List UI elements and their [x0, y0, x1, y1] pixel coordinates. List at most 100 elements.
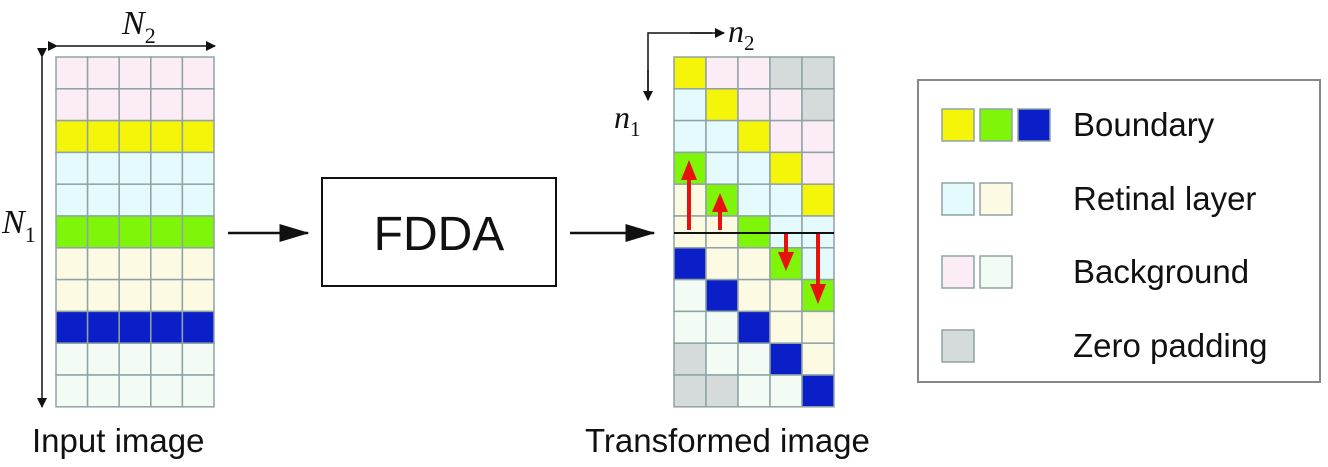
transformed-cell: [673, 56, 707, 90]
transformed-cell: [737, 183, 771, 217]
transformed-cell: [769, 342, 803, 376]
input-cell: [55, 183, 89, 217]
input-cell: [150, 56, 184, 90]
input-cell: [181, 88, 215, 122]
transformed-cell: [673, 374, 707, 408]
legend-label: Boundary: [1073, 106, 1215, 143]
input-cell: [86, 215, 120, 249]
legend-item: Boundary: [941, 106, 1215, 143]
transformed-cell: [737, 278, 771, 313]
transformed-cell: [769, 151, 803, 185]
transformed-cell: [769, 374, 803, 408]
input-cell: [181, 278, 215, 313]
transformed-cell: [737, 88, 771, 122]
input-cell: [150, 247, 184, 281]
input-cell: [150, 278, 184, 313]
shift-arrow-down-small: [778, 234, 794, 271]
input-cell: [150, 183, 184, 217]
legend-swatch: [1017, 108, 1051, 142]
transformed-cell: [737, 119, 771, 154]
input-cell: [55, 310, 89, 344]
input-cell: [150, 342, 184, 376]
input-cell: [86, 119, 120, 154]
transformed-cell: [705, 88, 739, 122]
input-cell: [86, 88, 120, 122]
transformed-cell: [705, 247, 739, 281]
input-cell: [55, 278, 89, 313]
input-cell: [150, 119, 184, 154]
input-cell: [118, 310, 152, 344]
input-cell: [118, 342, 152, 376]
input-cell: [118, 215, 152, 249]
input-cell: [55, 88, 89, 122]
transformed-cell: [801, 88, 835, 122]
input-cell: [55, 215, 89, 249]
n2-label: n2: [728, 13, 755, 55]
legend-swatch: [979, 108, 1013, 142]
input-cell: [118, 183, 152, 217]
input-cell: [86, 151, 120, 185]
input-cell: [150, 374, 184, 408]
transformed-image-grid: [673, 56, 835, 408]
input-caption: Input image: [32, 422, 204, 459]
input-cell: [55, 374, 89, 408]
transformed-cell: [801, 151, 835, 185]
input-cell: [150, 215, 184, 249]
transformed-cell: [769, 56, 803, 90]
transformed-cell: [801, 119, 835, 154]
fdda-label: FDDA: [374, 208, 505, 261]
transformed-panel: n2 n1 Transfo: [585, 13, 870, 459]
legend-label: Background: [1073, 253, 1249, 290]
transformed-cell: [769, 278, 803, 313]
transformed-cell: [705, 374, 739, 408]
input-cell: [86, 56, 120, 90]
input-cell: [118, 151, 152, 185]
legend-item: Retinal layer: [941, 180, 1256, 217]
input-cell: [150, 151, 184, 185]
input-cell: [181, 56, 215, 90]
input-cell: [181, 374, 215, 408]
legend-label: Retinal layer: [1073, 180, 1256, 217]
transformed-cell: [769, 119, 803, 154]
input-image-grid: [55, 56, 215, 408]
transformed-cell: [737, 342, 771, 376]
shift-arrow-up-large: [681, 160, 697, 230]
input-cell: [181, 119, 215, 154]
input-cell: [55, 247, 89, 281]
input-cell: [118, 88, 152, 122]
input-cell: [86, 247, 120, 281]
transformed-cell: [737, 215, 771, 249]
input-cell: [86, 310, 120, 344]
legend-swatch: [941, 108, 975, 142]
n1-label: n1: [614, 99, 641, 141]
input-cell: [86, 183, 120, 217]
transformed-cell: [801, 374, 835, 408]
legend-swatch: [979, 255, 1013, 289]
input-panel: N2 N1 Input image: [1, 5, 216, 459]
legend-swatch: [941, 329, 975, 363]
transformed-cell: [769, 183, 803, 217]
input-cell: [86, 342, 120, 376]
legend-label: Zero padding: [1073, 327, 1267, 364]
transformed-cell: [673, 278, 707, 313]
input-cell: [181, 247, 215, 281]
legend-swatch: [979, 182, 1013, 216]
transformed-caption: Transformed image: [585, 422, 870, 459]
transformed-cell: [673, 247, 707, 281]
input-cell: [181, 151, 215, 185]
input-cell: [181, 310, 215, 344]
input-cell: [55, 342, 89, 376]
input-cell: [55, 119, 89, 154]
shift-arrow-up-small: [712, 193, 728, 230]
shift-arrows: [681, 160, 826, 304]
transformed-cell: [705, 119, 739, 154]
input-cell: [118, 119, 152, 154]
transformed-cell: [801, 342, 835, 376]
width-label: N2: [121, 5, 156, 48]
legend-item: Zero padding: [941, 327, 1267, 364]
transformed-cell: [705, 310, 739, 344]
legend-swatch: [941, 182, 975, 216]
input-cell: [181, 342, 215, 376]
